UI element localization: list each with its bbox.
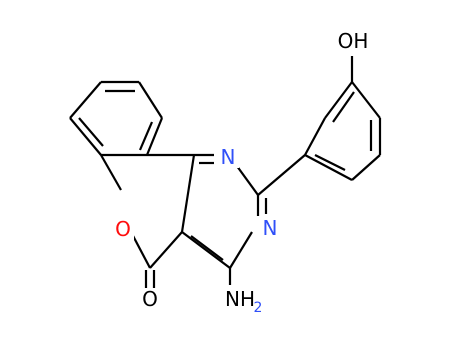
- bond: [145, 117, 164, 156]
- bond: [351, 154, 381, 181]
- ring-oxygen-label: O: [115, 217, 131, 241]
- bond: [138, 81, 163, 119]
- bond: [180, 154, 196, 233]
- hydroxyl-label: OH: [338, 29, 369, 53]
- bond: [190, 235, 224, 261]
- carbonyl-oxygen-label: O: [142, 287, 158, 311]
- bond: [351, 81, 381, 119]
- nitrogen-1-label: N: [221, 145, 236, 169]
- bond: [69, 81, 102, 119]
- bond: [304, 154, 353, 181]
- bond: [138, 121, 154, 151]
- bond: [100, 154, 122, 191]
- atom-labels: OH N N O O NH 2: [112, 29, 376, 316]
- bond: [229, 231, 253, 269]
- amino-label: NH: [225, 287, 255, 311]
- amino-subscript: 2: [254, 300, 263, 316]
- bond: [324, 81, 353, 119]
- bond: [304, 117, 326, 156]
- bond: [314, 154, 346, 171]
- bonds: [69, 56, 382, 290]
- bond: [181, 231, 231, 269]
- bond: [149, 231, 183, 269]
- bond: [130, 231, 151, 269]
- bond: [332, 91, 355, 123]
- nitrogen-3-label: N: [263, 216, 278, 240]
- bond: [78, 117, 104, 147]
- bond: [257, 154, 306, 196]
- bond: [69, 117, 102, 156]
